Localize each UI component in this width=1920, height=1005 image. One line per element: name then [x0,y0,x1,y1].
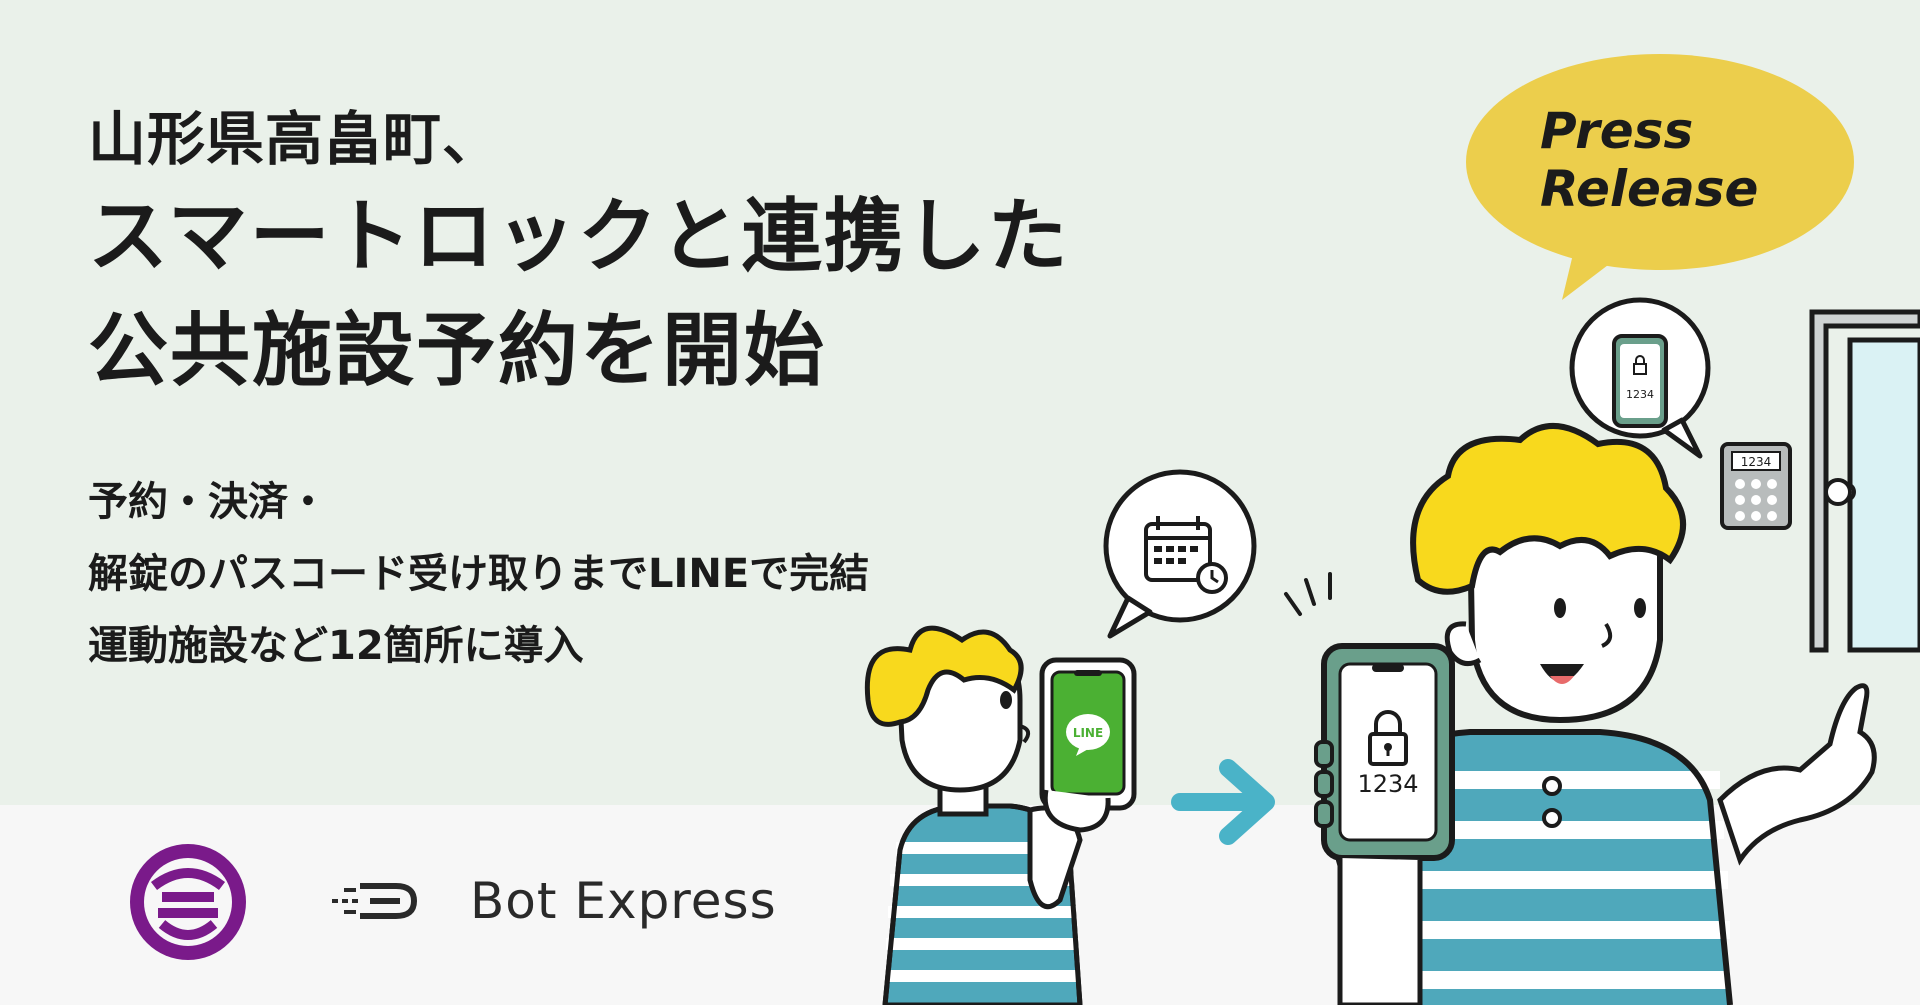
headline-line-3: 公共施設予約を開始 [88,304,826,397]
keypad-code: 1234 [1741,455,1772,469]
subtitle-line-2: 解錠のパスコード受け取りまでLINEで完結 [88,551,870,597]
child-character [864,625,1083,1005]
headline-line-2: スマートロックと連携した [88,190,1070,283]
bubble-passcode: 1234 [1626,388,1654,401]
passcode-phone [1284,572,1455,1005]
press-release-badge [1466,54,1854,300]
padlock-icon [1368,710,1408,766]
headline: 山形県高畠町、 スマートロックと連携した 公共施設予約を開始 [88,98,1070,408]
subtitle: 予約・決済・ 解錠のパスコード受け取りまでLINEで完結 運動施設など12箇所に… [88,466,869,682]
takahata-town-emblem [130,844,246,960]
subtitle-line-1: 予約・決済・ [88,479,328,525]
press-word: Press [1540,102,1694,160]
press-release-text: Press Release [1540,102,1800,218]
line-phone [1039,657,1137,833]
subtitle-line-3: 運動施設など12箇所に導入 [88,623,584,669]
calendar-clock-icon [1144,516,1228,594]
line-app-label: LINE [1073,726,1103,740]
company-name: Bot Express [470,872,777,930]
door [1809,309,1920,653]
arrow-right-icon [1171,759,1275,845]
phone-passcode: 1234 [1357,770,1418,798]
passcode-bubble [1569,297,1711,459]
headline-line-1: 山形県高畠町、 [88,105,502,173]
release-word: Release [1540,160,1759,218]
bot-express-logo [332,883,418,919]
calendar-bubble [1103,469,1257,639]
door-keypad [1720,442,1792,530]
